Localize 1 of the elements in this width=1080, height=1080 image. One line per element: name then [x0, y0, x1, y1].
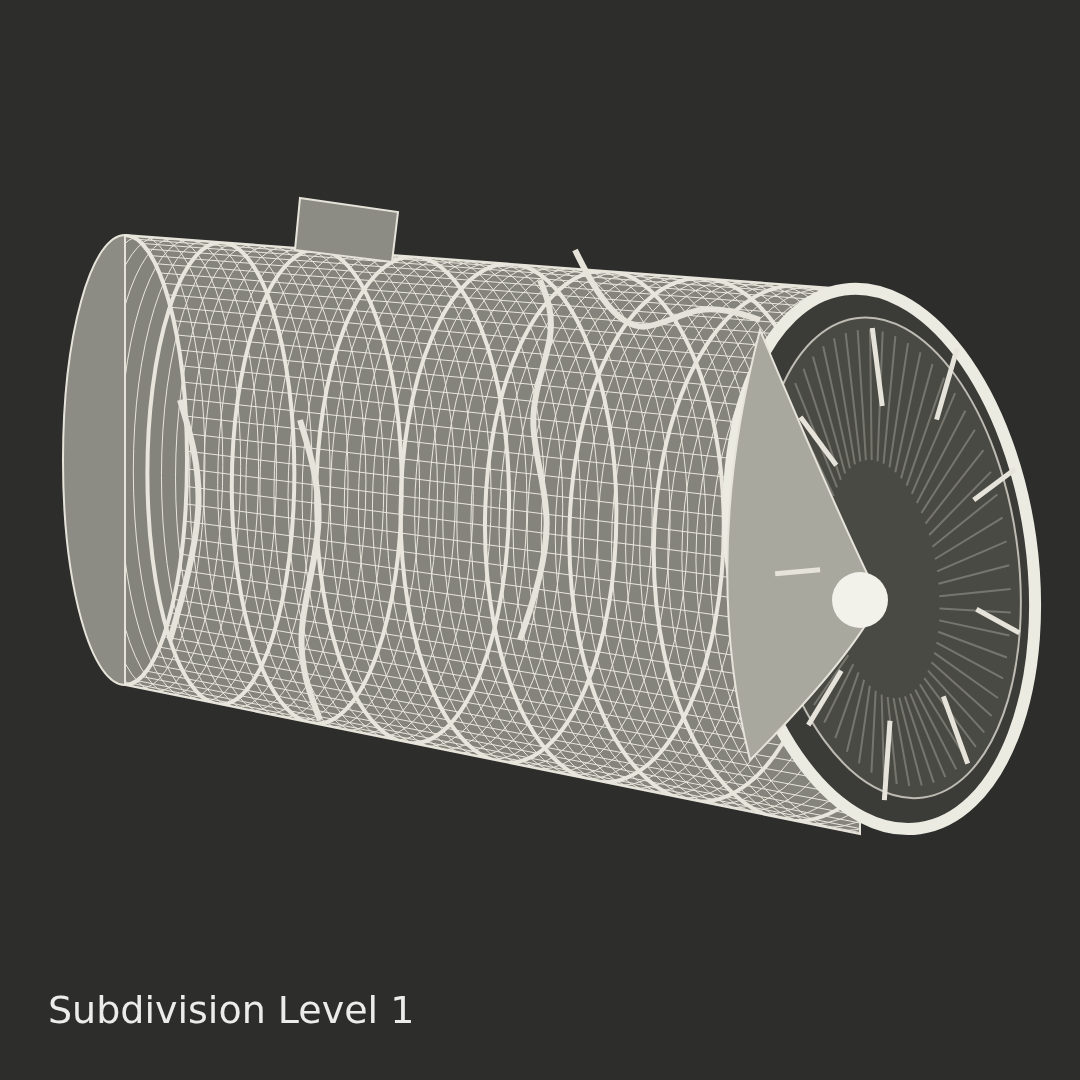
- caption: Subdivision Level 1: [48, 988, 415, 1032]
